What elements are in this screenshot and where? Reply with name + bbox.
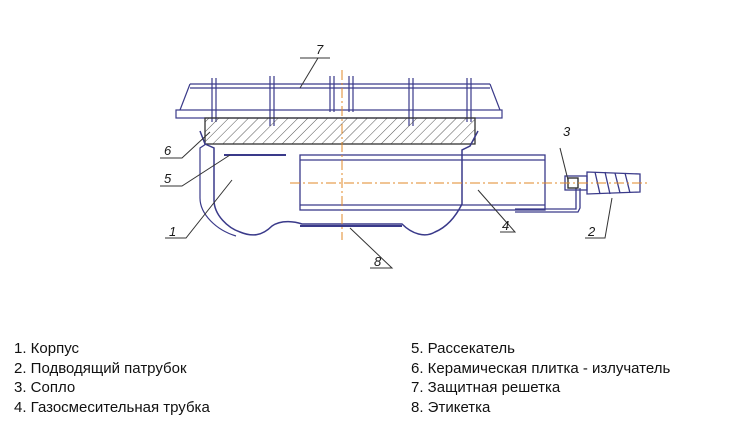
callout-6: 6: [164, 143, 172, 158]
callout-3: 3: [563, 124, 571, 139]
legend-item: 4. Газосмесительная трубка: [14, 398, 210, 416]
burner-drawing: 7 6 5 1 3 2 4 8: [160, 42, 650, 269]
legend-item: 5. Рассекатель: [411, 340, 515, 357]
legend-item: 6. Керамическая плитка - излучатель: [411, 359, 671, 377]
callout-7: 7: [316, 42, 324, 57]
legend-left: 1. Корпус 2. Подводящий патрубок 3. Сопл…: [14, 339, 210, 417]
leader-lines: [160, 57, 613, 269]
callout-1: 1: [169, 224, 176, 239]
center-axes: [290, 70, 650, 240]
callout-5: 5: [164, 171, 172, 186]
legend-item: 3. Сопло: [14, 379, 76, 396]
legend-item: 2. Подводящий патрубок: [14, 359, 187, 377]
legend-item: 7. Защитная решетка: [411, 379, 561, 396]
legend-right: 5. Рассекатель 6. Керамическая плитка - …: [411, 339, 670, 417]
ceramic-tile: [204, 117, 476, 145]
callout-2: 2: [587, 224, 596, 239]
burner-body: [199, 130, 479, 236]
callout-4: 4: [502, 218, 509, 233]
callout-8: 8: [374, 254, 382, 269]
legend-item: 1. Корпус: [14, 340, 80, 357]
legend-item: 8. Этикетка: [411, 398, 491, 416]
